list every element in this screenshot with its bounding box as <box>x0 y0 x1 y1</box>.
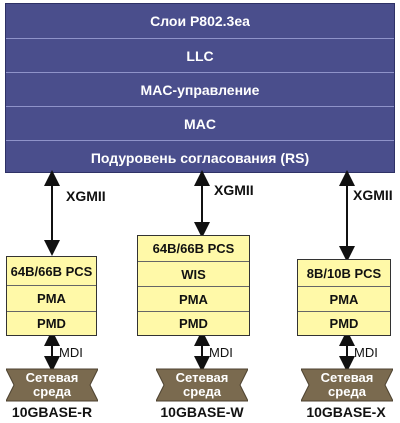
medium-line1: Сетевая <box>320 370 374 385</box>
standard-10gbase-w: 10GBASE-W <box>160 404 244 420</box>
medium-line2: среда <box>183 384 221 399</box>
phy-w-wis: WIS <box>138 261 249 286</box>
mdi-label-r: MDI <box>59 345 83 360</box>
network-medium-r: Сетевая среда <box>6 366 98 404</box>
phy-w-pcs: 64B/66B PCS <box>152 241 235 256</box>
standard-10gbase-x: 10GBASE-X <box>306 404 386 420</box>
phy-r-pcs: 64B/66B PCS <box>10 263 93 279</box>
phy-10gbase-w: 64B/66B PCS WIS PMA PMD <box>137 235 250 336</box>
xgmii-label-x: XGMII <box>353 187 393 203</box>
mdi-label-w: MDI <box>209 345 233 360</box>
phy-w-pma: PMA <box>138 286 249 311</box>
phy-x-pmd: PMD <box>298 311 390 335</box>
layer-rs: Подуровень согласования (RS) <box>6 140 394 174</box>
phy-x-pma: PMA <box>298 286 390 311</box>
layer-llc: LLC <box>6 38 394 72</box>
medium-line1: Сетевая <box>25 370 79 385</box>
phy-10gbase-r: 64B/66B PCS PMA PMD <box>6 256 97 336</box>
phy-r-pma: PMA <box>7 285 96 311</box>
xgmii-label-r: XGMII <box>66 188 106 204</box>
medium-shape-icon <box>301 368 393 402</box>
phy-10gbase-x: 8B/10B PCS PMA PMD <box>297 259 391 336</box>
phy-w-pmd: PMD <box>138 311 249 335</box>
medium-shape-icon <box>6 368 98 402</box>
phy-x-pcs: 8B/10B PCS <box>306 265 382 281</box>
xgmii-label-w: XGMII <box>214 182 254 198</box>
medium-line2: среда <box>328 384 366 399</box>
layer-mac: MAC <box>6 106 394 140</box>
network-medium-x: Сетевая среда <box>301 366 393 404</box>
medium-shape-icon <box>156 368 248 402</box>
layer-mac-control: MAC-управление <box>6 72 394 106</box>
medium-line1: Сетевая <box>175 370 229 385</box>
network-medium-w: Сетевая среда <box>156 366 248 404</box>
protocol-stack: Слои P802.3ea LLC MAC-управление MAC Под… <box>5 3 395 173</box>
medium-line2: среда <box>33 384 71 399</box>
standard-10gbase-r: 10GBASE-R <box>11 404 93 420</box>
mdi-label-x: MDI <box>354 345 378 360</box>
layer-p8023ea: Слои P802.3ea <box>150 13 250 29</box>
phy-r-pmd: PMD <box>7 311 96 335</box>
